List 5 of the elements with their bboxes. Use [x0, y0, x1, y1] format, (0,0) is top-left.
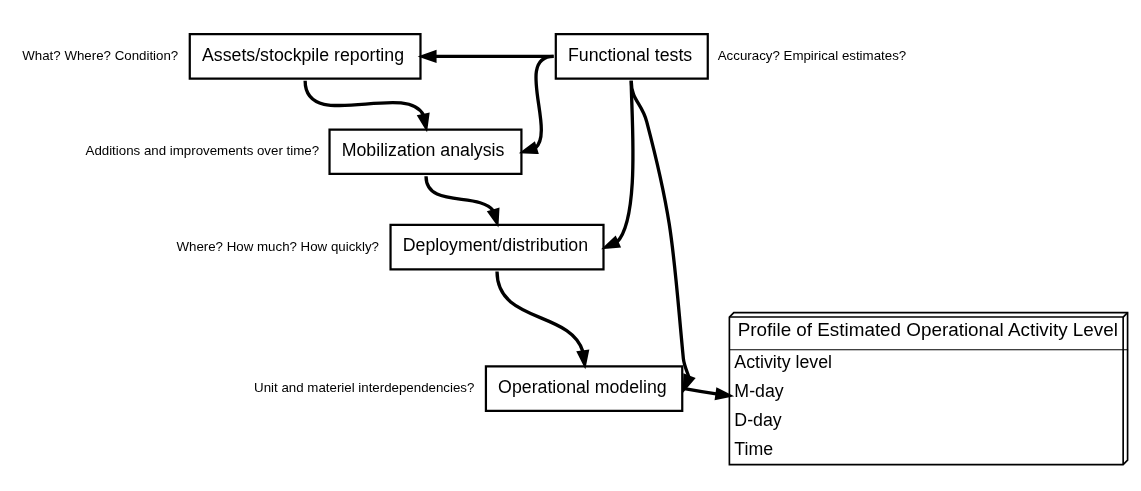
node-label: Unit and materiel interdependencies? — [254, 380, 475, 396]
node-label: Accuracy? Empirical estimates? — [717, 47, 907, 63]
node-label: What? Where? Condition? — [22, 47, 179, 63]
node-label: Additions and improvements over time? — [85, 143, 320, 159]
node-label: Where? How much? How quickly? — [176, 238, 379, 254]
